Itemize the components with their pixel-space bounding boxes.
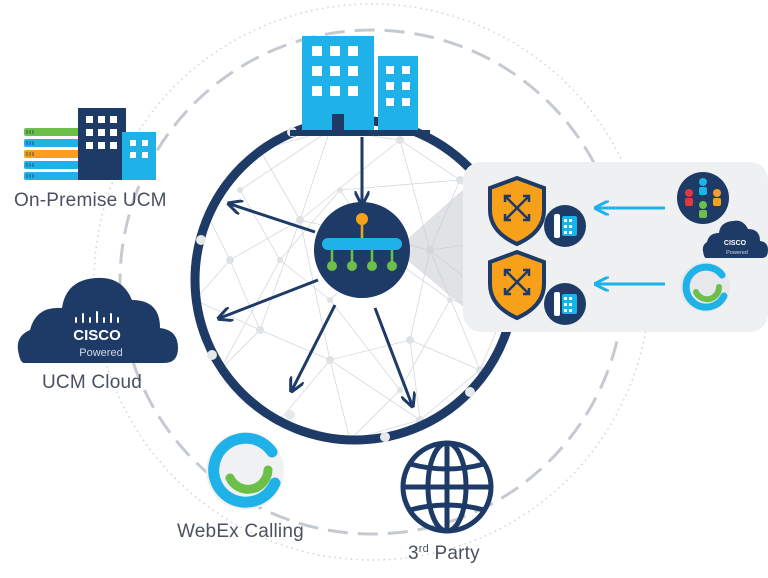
sbc-bottom-shield-icon [488, 249, 546, 321]
third-party-number: 3 [408, 543, 419, 564]
ip-phone-bottom-icon [544, 283, 586, 325]
on-premise-ucm-label: On-Premise UCM [14, 190, 167, 211]
hub-arrows [220, 204, 412, 405]
ip-phone-top-icon [544, 205, 586, 247]
third-party-label: 3rd Party [408, 543, 480, 565]
webex-logo-icon [206, 432, 284, 510]
webex-calling-label: WebEx Calling [177, 521, 304, 542]
panel-wedge [395, 170, 485, 325]
third-party-suffix: rd [418, 543, 429, 555]
small-cisco-cloud-icon: CISCO Powered [702, 220, 768, 258]
office-buildings-icon [290, 36, 430, 136]
cloud-brand-text: CISCO [73, 327, 121, 344]
router-hub-icon [314, 202, 410, 298]
webex-small-logo-icon [680, 262, 730, 312]
cisco-powered-cloud-icon: CISCO Powered [17, 277, 178, 363]
webex-teams-icon [677, 172, 729, 224]
cloud-powered-text: Powered [79, 347, 122, 359]
third-party-word: Party [428, 543, 480, 564]
small-cloud-brand-text: CISCO [724, 240, 747, 247]
sbc-top-shield-icon [488, 175, 546, 247]
server-rack-icon [24, 108, 156, 180]
ucm-cloud-label: UCM Cloud [42, 372, 142, 393]
small-cloud-powered-text: Powered [726, 250, 748, 256]
globe-icon [400, 440, 494, 534]
